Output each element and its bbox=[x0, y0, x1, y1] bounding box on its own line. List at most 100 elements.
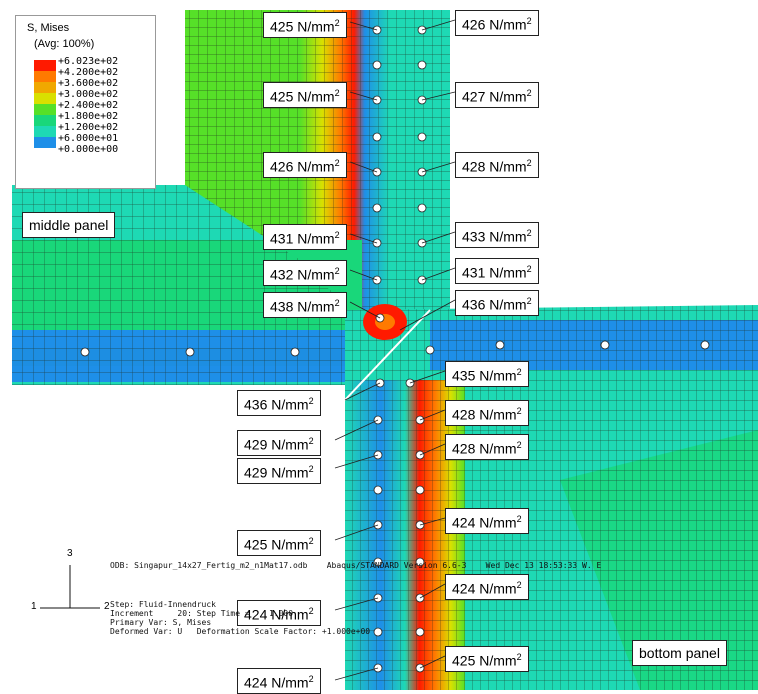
stress-callout: 424 N/mm2 bbox=[445, 508, 529, 534]
stress-value: 426 bbox=[270, 158, 294, 175]
legend-level: +1.200e+02 bbox=[58, 122, 119, 133]
stress-value: 436 bbox=[244, 396, 268, 413]
stress-unit-exponent: 2 bbox=[526, 16, 532, 26]
stress-callout: 438 N/mm2 bbox=[263, 292, 347, 318]
stress-callout: 425 N/mm2 bbox=[445, 646, 529, 672]
legend-level: +3.600e+02 bbox=[58, 78, 119, 89]
stress-unit: N/mm bbox=[271, 396, 309, 413]
axis-label-2: 2 bbox=[104, 601, 110, 612]
legend-avg: (Avg: 100%) bbox=[34, 38, 95, 50]
stress-unit: N/mm bbox=[479, 440, 517, 457]
stress-unit: N/mm bbox=[271, 606, 309, 623]
axis-triad bbox=[40, 565, 100, 609]
stress-unit: N/mm bbox=[297, 158, 335, 175]
legend-swatch bbox=[34, 93, 56, 104]
stress-callout: 424 N/mm2 bbox=[237, 668, 321, 694]
stress-unit: N/mm bbox=[489, 264, 527, 281]
stress-callout: 431 N/mm2 bbox=[263, 224, 347, 250]
stress-value: 428 bbox=[452, 406, 476, 423]
stress-unit-exponent: 2 bbox=[308, 536, 314, 546]
axis-label-3: 3 bbox=[67, 548, 73, 559]
stress-unit-exponent: 2 bbox=[516, 580, 522, 590]
legend: S, Mises (Avg: 100%) +6.023e+02 +4.200e+… bbox=[15, 15, 156, 189]
stress-value: 436 bbox=[462, 296, 486, 313]
stress-value: 433 bbox=[462, 228, 486, 245]
stress-callout: 425 N/mm2 bbox=[237, 530, 321, 556]
legend-level: +6.000e+01 bbox=[58, 133, 119, 144]
middle-panel-label: middle panel bbox=[22, 212, 116, 238]
stress-unit: N/mm bbox=[479, 580, 517, 597]
stress-unit-exponent: 2 bbox=[516, 367, 522, 377]
stress-unit-exponent: 2 bbox=[516, 406, 522, 416]
legend-swatch bbox=[34, 104, 56, 115]
stress-unit: N/mm bbox=[271, 674, 309, 691]
stress-unit: N/mm bbox=[297, 266, 335, 283]
stress-value: 424 bbox=[244, 674, 268, 691]
stress-callout: 429 N/mm2 bbox=[237, 458, 321, 484]
stress-value: 425 bbox=[270, 88, 294, 105]
odb-step-line: Step: Fluid-Innendruck bbox=[110, 600, 216, 609]
stress-unit-exponent: 2 bbox=[308, 396, 314, 406]
legend-level: +1.800e+02 bbox=[58, 111, 119, 122]
stress-unit: N/mm bbox=[297, 298, 335, 315]
stress-callout: 427 N/mm2 bbox=[455, 82, 539, 108]
stress-callout: 426 N/mm2 bbox=[455, 10, 539, 36]
bottom-panel-label: bottom panel bbox=[632, 640, 727, 666]
stress-unit: N/mm bbox=[297, 88, 335, 105]
odb-primary-var-line: Primary Var: S, Mises bbox=[110, 618, 212, 627]
stress-callout: 436 N/mm2 bbox=[455, 290, 539, 316]
legend-level: +2.400e+02 bbox=[58, 100, 119, 111]
stress-callout: 428 N/mm2 bbox=[455, 152, 539, 178]
stress-unit-exponent: 2 bbox=[308, 606, 314, 616]
stress-callout: 426 N/mm2 bbox=[263, 152, 347, 178]
stress-value: 428 bbox=[462, 158, 486, 175]
stress-value: 431 bbox=[462, 264, 486, 281]
legend-level: +0.000e+00 bbox=[58, 144, 119, 155]
stress-unit-exponent: 2 bbox=[334, 158, 340, 168]
odb-deformed-var-line: Deformed Var: U Deformation Scale Factor… bbox=[110, 627, 371, 636]
stress-unit-exponent: 2 bbox=[516, 440, 522, 450]
legend-swatch bbox=[34, 82, 56, 93]
stress-unit: N/mm bbox=[297, 230, 335, 247]
odb-increment-line: Increment 20: Step Time = 1.000 bbox=[110, 609, 294, 618]
stress-value: 424 bbox=[452, 580, 476, 597]
stress-value: 438 bbox=[270, 298, 294, 315]
stress-unit-exponent: 2 bbox=[526, 158, 532, 168]
stress-callout: 435 N/mm2 bbox=[445, 361, 529, 387]
stress-callout: 429 N/mm2 bbox=[237, 430, 321, 456]
stress-value: 431 bbox=[270, 230, 294, 247]
stress-unit-exponent: 2 bbox=[334, 230, 340, 240]
bolt-holes bbox=[80, 25, 710, 673]
stress-unit: N/mm bbox=[489, 296, 527, 313]
odb-info-line: ODB: Singapur_14x27_Fertig_m2_n1Mat17.od… bbox=[110, 561, 602, 570]
stress-value: 424 bbox=[452, 514, 476, 531]
stress-unit-exponent: 2 bbox=[526, 264, 532, 274]
stress-unit-exponent: 2 bbox=[334, 298, 340, 308]
stress-unit: N/mm bbox=[479, 652, 517, 669]
stress-value: 425 bbox=[244, 536, 268, 553]
stress-value: 429 bbox=[244, 436, 268, 453]
legend-swatch bbox=[34, 137, 56, 148]
stress-unit-exponent: 2 bbox=[334, 266, 340, 276]
stress-unit-exponent: 2 bbox=[308, 674, 314, 684]
stress-value: 426 bbox=[462, 16, 486, 33]
legend-level: +3.000e+02 bbox=[58, 89, 119, 100]
legend-swatch bbox=[34, 60, 56, 71]
stress-unit: N/mm bbox=[271, 536, 309, 553]
stress-callout: 436 N/mm2 bbox=[237, 390, 321, 416]
legend-swatch bbox=[34, 71, 56, 82]
stress-value: 425 bbox=[270, 18, 294, 35]
stress-value: 427 bbox=[462, 88, 486, 105]
stress-callout: 428 N/mm2 bbox=[445, 400, 529, 426]
stress-unit-exponent: 2 bbox=[334, 88, 340, 98]
legend-level: +4.200e+02 bbox=[58, 67, 119, 78]
stress-unit-exponent: 2 bbox=[334, 18, 340, 28]
leader-lines bbox=[334, 19, 456, 681]
stress-unit: N/mm bbox=[489, 16, 527, 33]
bottom-panel-mesh bbox=[345, 305, 758, 690]
stress-unit: N/mm bbox=[489, 158, 527, 175]
stress-unit-exponent: 2 bbox=[308, 436, 314, 446]
stress-value: 432 bbox=[270, 266, 294, 283]
legend-title: S, Mises bbox=[27, 22, 70, 34]
stress-value: 425 bbox=[452, 652, 476, 669]
